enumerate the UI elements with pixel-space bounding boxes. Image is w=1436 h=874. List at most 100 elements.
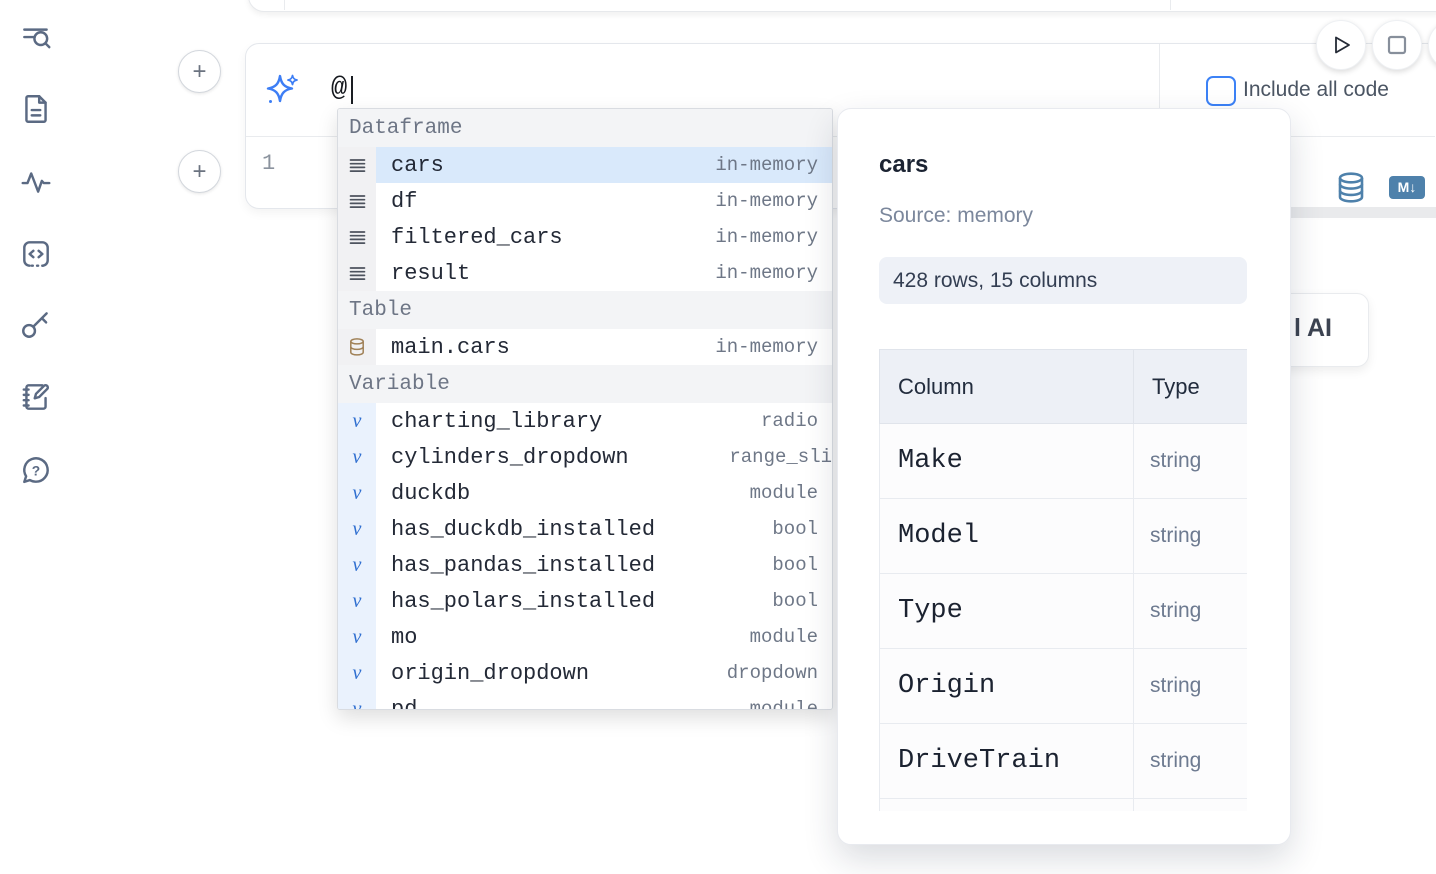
play-icon bbox=[1335, 36, 1350, 54]
variable-icon: v bbox=[338, 547, 376, 583]
stop-button[interactable] bbox=[1372, 20, 1422, 70]
table-icon bbox=[338, 329, 376, 365]
preview-source: Source: memory bbox=[879, 204, 1034, 227]
variable-icon: v bbox=[352, 698, 362, 710]
variable-icon: v bbox=[338, 511, 376, 547]
scratchpad-icon[interactable] bbox=[18, 379, 54, 415]
table-icon bbox=[350, 338, 364, 356]
completion-item-type: in-memory bbox=[715, 154, 818, 176]
column-name-cell: Model bbox=[879, 498, 1134, 574]
variable-icon: v bbox=[338, 691, 376, 710]
previous-cell bbox=[248, 0, 1436, 12]
plus-icon: + bbox=[192, 57, 207, 85]
variable-icon: v bbox=[352, 662, 362, 684]
text-cursor bbox=[351, 76, 353, 104]
variable-icon: v bbox=[338, 655, 376, 691]
prompt-right-divider bbox=[1159, 44, 1160, 136]
previous-cell-gutter-divider bbox=[284, 0, 285, 10]
completion-item-type: in-memory bbox=[715, 336, 818, 358]
dataframe-icon bbox=[349, 158, 365, 172]
completion-section-header: Variable bbox=[338, 365, 832, 403]
contents-search-icon[interactable] bbox=[18, 18, 54, 54]
completion-item-type: in-memory bbox=[715, 262, 818, 284]
activity-icon[interactable] bbox=[18, 164, 54, 200]
variable-icon: v bbox=[352, 590, 362, 612]
completion-item-type: bool bbox=[772, 554, 818, 576]
variable-icon: v bbox=[352, 482, 362, 504]
completion-item-name: mo bbox=[391, 624, 418, 650]
completion-item-type: in-memory bbox=[715, 226, 818, 248]
include-all-code-checkbox[interactable] bbox=[1206, 76, 1236, 106]
schema-table-header: Type bbox=[1133, 349, 1247, 424]
dataframe-icon bbox=[338, 219, 376, 255]
line-number: 1 bbox=[262, 151, 276, 176]
ai-prompt-input[interactable]: @ bbox=[331, 74, 348, 104]
schema-table-row-clipped bbox=[879, 798, 1247, 811]
completion-item-name: has_duckdb_installed bbox=[391, 516, 656, 542]
completion-item-name: duckdb bbox=[391, 480, 471, 506]
variable-icon: v bbox=[352, 446, 362, 468]
dataframe-icon bbox=[349, 266, 365, 280]
sparkles-icon bbox=[264, 72, 300, 108]
svg-text:?: ? bbox=[32, 462, 40, 478]
key-icon[interactable] bbox=[18, 306, 54, 342]
completion-item-name: result bbox=[391, 260, 471, 286]
dataframe-preview-popover: cars Source: memory 428 rows, 15 columns… bbox=[837, 108, 1291, 845]
plus-icon: + bbox=[192, 157, 207, 185]
schema-table-header: Column bbox=[879, 349, 1134, 424]
column-type-cell: string bbox=[1133, 723, 1247, 799]
file-icon[interactable] bbox=[18, 91, 54, 127]
variable-icon: v bbox=[338, 403, 376, 439]
shape-badge: 428 rows, 15 columns bbox=[879, 257, 1247, 304]
markdown-icon[interactable]: M↓ bbox=[1389, 176, 1425, 199]
column-name-cell: Make bbox=[879, 423, 1134, 499]
variable-icon: v bbox=[352, 518, 362, 540]
column-type-cell: string bbox=[1133, 498, 1247, 574]
preview-title: cars bbox=[879, 151, 929, 178]
completion-item-name: cars bbox=[391, 152, 444, 178]
completion-item[interactable]: v charting_library radio bbox=[338, 403, 832, 439]
add-cell-above-button[interactable]: + bbox=[178, 50, 221, 93]
output-table-header-strip bbox=[1240, 207, 1436, 218]
dataframe-icon bbox=[338, 147, 376, 183]
completion-section-header: Table bbox=[338, 291, 832, 329]
completion-item-name: charting_library bbox=[391, 408, 603, 434]
completion-item-type: range_sli bbox=[729, 446, 832, 468]
run-cell-button[interactable] bbox=[1316, 20, 1366, 70]
completion-section-header: Dataframe bbox=[338, 109, 832, 147]
column-type-cell bbox=[1133, 798, 1247, 811]
column-type-cell: string bbox=[1133, 423, 1247, 499]
dataframe-icon bbox=[338, 255, 376, 291]
completion-item-type: radio bbox=[760, 410, 818, 432]
database-icon[interactable] bbox=[1336, 171, 1366, 209]
snippets-icon[interactable] bbox=[18, 236, 54, 272]
column-name-cell bbox=[879, 798, 1134, 811]
completion-item[interactable]: cars in-memory bbox=[338, 147, 832, 183]
column-type-cell: string bbox=[1133, 648, 1247, 724]
variable-icon: v bbox=[352, 410, 362, 432]
completion-item[interactable]: result in-memory bbox=[338, 255, 832, 291]
help-icon[interactable]: ? bbox=[18, 452, 54, 488]
variable-icon: v bbox=[338, 619, 376, 655]
add-cell-below-button[interactable]: + bbox=[178, 150, 221, 193]
ai-action-label: l AI bbox=[1294, 314, 1332, 342]
variable-icon: v bbox=[352, 554, 362, 576]
completion-item-name: df bbox=[391, 188, 418, 214]
